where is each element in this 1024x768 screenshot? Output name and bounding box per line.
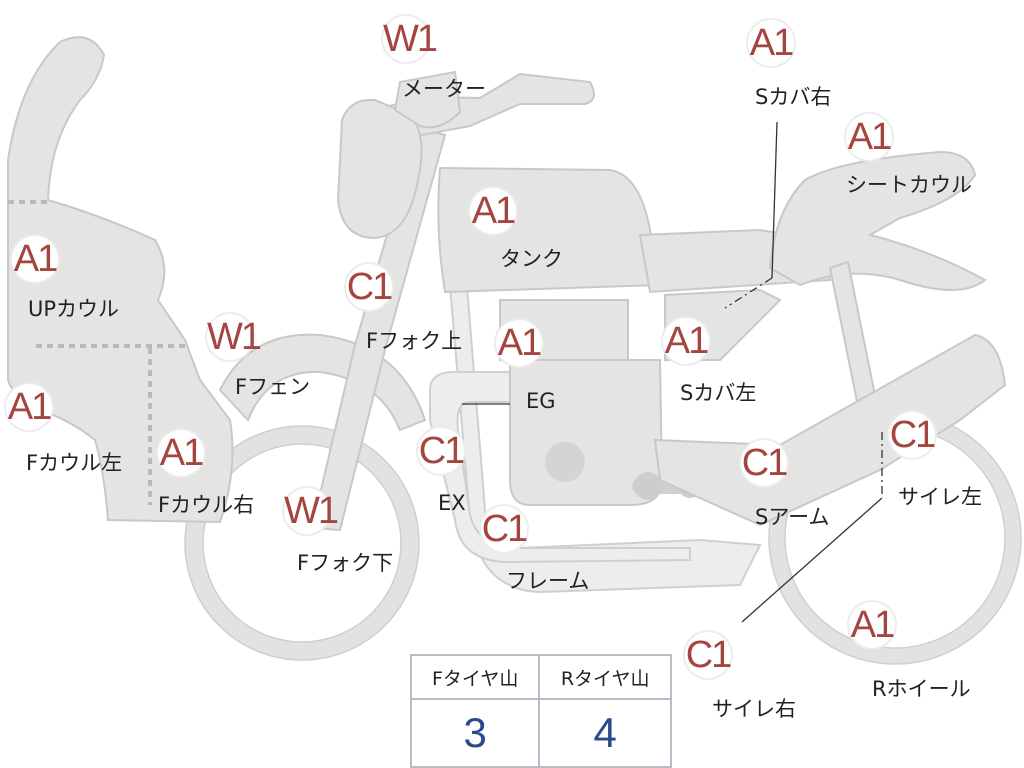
s-cover-left-label: Sカバ左: [680, 381, 757, 405]
f-cowl-right-grade-badge: A1: [158, 430, 204, 476]
front-tire-value: 3: [409, 698, 541, 768]
up-cowl-label: UPカウル: [28, 297, 120, 321]
seat-cowl-shape: [768, 150, 987, 291]
s-cover-right-label: Sカバ右: [755, 85, 832, 109]
s-cover-right-grade-badge: A1: [748, 20, 794, 66]
f-fork-upper-grade-badge: C1: [346, 264, 393, 310]
swing-arm-grade-badge: C1: [741, 440, 788, 486]
f-fork-upper-label: Fフォク上: [366, 329, 463, 353]
muffler-left-grade-badge: C1: [889, 412, 936, 458]
up-cowl-grade-badge: A1: [12, 236, 58, 282]
meter-grade-badge: W1: [383, 16, 438, 62]
headlight-shape: [336, 98, 423, 240]
r-wheel-grade-badge: A1: [849, 602, 895, 648]
rear-tire-header: Rタイヤ山: [538, 654, 672, 700]
meter-shape: [393, 70, 462, 129]
seat-cowl-label: シートカウル: [846, 173, 972, 197]
seat-cowl-grade-badge: A1: [846, 114, 892, 160]
f-cowl-right-label: Fカウル右: [158, 493, 255, 517]
muffler-right-grade-badge: C1: [685, 632, 732, 678]
muffler-right-label: サイレ右: [712, 697, 796, 721]
leader-muffler-right: [741, 497, 883, 623]
engine-grade-badge: A1: [496, 320, 542, 366]
frame-grade-badge: C1: [481, 506, 528, 552]
f-cowl-left-label: Fカウル左: [26, 451, 123, 475]
exhaust-shape: [429, 370, 691, 564]
front-wheel-shape: [184, 425, 420, 661]
f-fender-grade-badge: W1: [207, 314, 262, 360]
front-fork-shape: [310, 126, 447, 532]
f-cowl-left-grade-badge: A1: [6, 384, 52, 430]
f-fork-lower-label: Fフォク下: [297, 551, 394, 575]
tire-tread-table: Fタイヤ山 Rタイヤ山 3 4: [409, 654, 672, 768]
muffler-left-label: サイレ左: [898, 485, 982, 509]
r-wheel-label: Rホイール: [872, 677, 971, 701]
swing-arm-label: Sアーム: [755, 505, 830, 529]
exhaust-label: EX: [438, 491, 466, 515]
tank-label: タンク: [500, 247, 563, 271]
rear-tire-value: 4: [538, 698, 672, 768]
s-cover-left-grade-badge: A1: [663, 318, 709, 364]
tank-grade-badge: A1: [470, 188, 516, 234]
engine-label: EG: [526, 389, 556, 413]
meter-label: メーター: [402, 77, 486, 101]
f-fork-lower-grade-badge: W1: [284, 488, 339, 534]
f-fender-label: Fフェン: [235, 375, 311, 399]
frame-label: フレーム: [506, 569, 590, 593]
exhaust-grade-badge: C1: [418, 428, 465, 474]
front-cowl-shape: [7, 36, 234, 524]
leader-s-cover-right: [771, 121, 778, 279]
front-tire-header: Fタイヤ山: [409, 654, 541, 700]
